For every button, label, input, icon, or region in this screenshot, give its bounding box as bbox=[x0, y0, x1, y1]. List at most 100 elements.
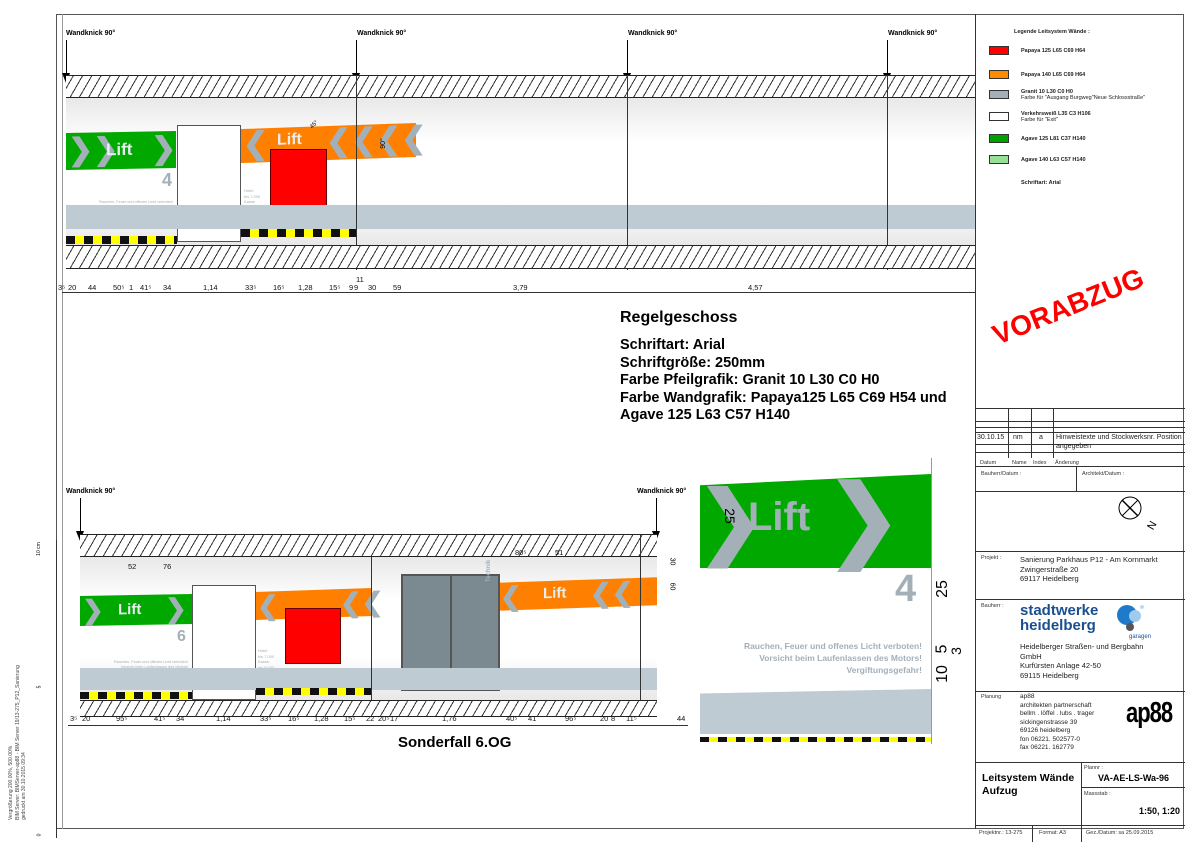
wandknick-arrow-icon bbox=[883, 40, 891, 83]
chevron-right-icon: ❯ bbox=[697, 476, 765, 565]
legend-item: Agave 125 L81 C37 H140 bbox=[1021, 136, 1086, 142]
wandknick-label: Wandknick 90° bbox=[357, 30, 407, 37]
scale-label: 5 bbox=[36, 685, 43, 689]
legend-title: Legende Leitsystem Wände : bbox=[1014, 29, 1090, 35]
architekt-datum-label: Architekt/Datum : bbox=[1082, 471, 1125, 477]
side-dim: 3 bbox=[947, 647, 964, 655]
wall-fold-line bbox=[887, 75, 888, 270]
chevron-left-icon: ❮ bbox=[243, 127, 269, 161]
col-line bbox=[1076, 466, 1077, 491]
rev-line bbox=[976, 421, 1185, 422]
frame-inner-left-line bbox=[62, 14, 63, 829]
legend-swatch bbox=[989, 90, 1009, 99]
section-line bbox=[976, 551, 1185, 552]
angle-label: 90° bbox=[379, 138, 387, 149]
note-line: Schriftgröße: 250mm bbox=[620, 354, 766, 371]
title-block: Legende Leitsystem Wände : Papaya 125 L6… bbox=[975, 14, 1185, 842]
legend-item: Granit 10 L30 C0 H0 Farbe für "Ausgang B… bbox=[1021, 89, 1146, 101]
note-line: Agave 125 L63 C57 H140 bbox=[620, 407, 791, 423]
section-line bbox=[976, 825, 1185, 826]
wandknick-arrow-icon bbox=[623, 40, 631, 83]
bauherr-datum-label: Bauherr/Datum : bbox=[981, 471, 1022, 477]
ap88-logo: ap88 bbox=[1126, 696, 1173, 729]
rev-name: nm bbox=[1013, 434, 1023, 441]
wandknick-arrow-icon bbox=[62, 40, 70, 83]
lift-label: Lift bbox=[106, 139, 133, 160]
dim-25: 25 bbox=[721, 508, 738, 524]
plannr-label: Plannr : bbox=[1084, 765, 1103, 771]
wandknick-arrow-icon bbox=[352, 40, 360, 83]
svg-text:N: N bbox=[1145, 519, 1159, 532]
chevron-left-icon: ❮❮ bbox=[590, 577, 634, 609]
note-line: Farbe Wandgrafik: Papaya125 L65 C69 H54 … bbox=[620, 389, 947, 406]
scale-bar bbox=[56, 540, 57, 838]
dimension-line bbox=[68, 725, 688, 726]
north-arrow-icon: N bbox=[1118, 496, 1160, 532]
legend-item: Verkehrsweiß L35 C3 H106 Farbe für "Exit… bbox=[1021, 111, 1091, 123]
wall-fold-line bbox=[356, 75, 357, 270]
wandknick-label: Wandknick 90° bbox=[66, 488, 116, 495]
notes-heading: Regelgeschoss bbox=[620, 309, 738, 326]
legend-font-note: Schriftart: Arial bbox=[1021, 180, 1061, 186]
wall-fold-line bbox=[640, 534, 641, 717]
legend-swatch bbox=[989, 134, 1009, 143]
plannr-value: VA-AE-LS-Wa-96 bbox=[1098, 773, 1170, 783]
floor-number: 4 bbox=[895, 568, 917, 610]
wandknick-arrow-icon bbox=[76, 498, 84, 541]
side-dim: 10 bbox=[933, 665, 951, 683]
side-dim: 25 bbox=[933, 580, 951, 598]
massstab-label: Massstab : bbox=[1084, 791, 1111, 797]
rev-date: 30.10.15 bbox=[977, 434, 1005, 441]
hazard-stripe bbox=[66, 236, 177, 244]
legend-item: Papaya 140 L65 C69 H64 bbox=[1021, 72, 1086, 78]
print-info: Vergrößerung 200.00%, 500.00% BIM Server… bbox=[8, 665, 27, 820]
projektnr: Projektnr.: 13-275 bbox=[979, 830, 1023, 836]
wandknick-label: Wandknick 90° bbox=[66, 30, 116, 37]
rev-header: Änderung bbox=[1055, 460, 1079, 466]
warning-text: Rauchen, Feuer und offenes Licht verbote… bbox=[743, 641, 922, 675]
grey-floor-band bbox=[80, 668, 657, 690]
floor-hatch bbox=[66, 245, 975, 269]
bauherr-label: Bauherr : bbox=[981, 603, 1004, 609]
dimension-line bbox=[62, 292, 975, 293]
grey-floor-band bbox=[66, 205, 975, 229]
wandknick-label: Wandknick 90° bbox=[888, 30, 938, 37]
side-dim: 60 bbox=[668, 582, 676, 591]
legend-swatch bbox=[989, 155, 1009, 164]
chevron-right-icon: ❯ bbox=[826, 469, 902, 569]
plan-title: Leitsystem Wände Aufzug bbox=[982, 772, 1075, 797]
legend-item: Agave 140 L63 C57 H140 bbox=[1021, 157, 1086, 163]
col-line bbox=[1032, 825, 1033, 842]
top-dim: 52 bbox=[128, 562, 137, 571]
lift-label: Lift bbox=[748, 495, 811, 539]
rev-line bbox=[976, 491, 1185, 492]
chevron-right-icon: ❯ bbox=[151, 132, 177, 166]
lift-label: Lift bbox=[118, 600, 142, 619]
green-lift-band: ❯❯ Lift ❯ bbox=[66, 131, 176, 170]
rev-line bbox=[976, 408, 1185, 409]
projekt-label: Projekt : bbox=[981, 555, 1002, 561]
technik-label: Technik bbox=[486, 559, 492, 582]
rev-col bbox=[1031, 408, 1032, 458]
projekt-text: Sanierung Parkhaus P12 - Am Kornmarkt Zw… bbox=[1020, 555, 1158, 583]
dimension-chain: 3⁵ 20 44 50⁵ 1 41⁵ 34 1,14 33⁵ 16⁵ 1,28 … bbox=[58, 275, 763, 292]
wandknick-label: Wandknick 90° bbox=[637, 488, 687, 495]
lift-label: Lift bbox=[277, 130, 302, 149]
rev-change: Hinweistexte und Stockwerksnr. Position … bbox=[1056, 434, 1182, 450]
rev-line bbox=[976, 444, 1185, 445]
massstab-value: 1:50, 1:20 bbox=[1139, 806, 1181, 816]
chevron-left-icon: ❮❮ bbox=[326, 123, 377, 159]
rev-line bbox=[976, 452, 1185, 453]
section-line bbox=[976, 691, 1185, 692]
bauherr-text: Heidelberger Straßen- und Bergbahn GmbH … bbox=[1020, 642, 1144, 680]
top-dim: 80⁵ bbox=[515, 548, 527, 557]
side-dim: 30 bbox=[668, 557, 676, 566]
format: Format: A3 bbox=[1039, 830, 1066, 836]
floor-number: 4 bbox=[162, 170, 173, 190]
rev-header: Index bbox=[1033, 460, 1047, 466]
section-line bbox=[976, 762, 1185, 763]
notes-block: Schriftart: Arial Schriftgröße: 250mm Fa… bbox=[620, 337, 947, 425]
col-line bbox=[1081, 762, 1082, 842]
scale-label: 10 cm bbox=[35, 542, 42, 556]
planung-text: ap88 architekten partnerschaft bellm . l… bbox=[1020, 693, 1095, 751]
